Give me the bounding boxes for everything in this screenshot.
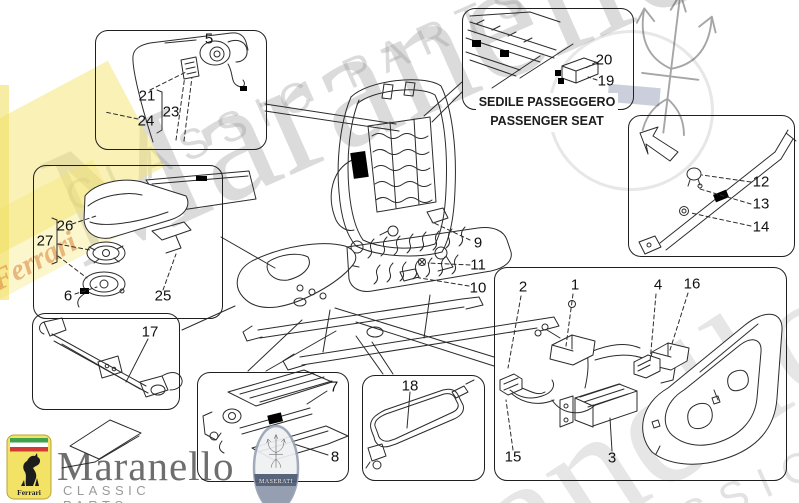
box-connector-lines <box>181 81 495 375</box>
callout-12: 12 <box>752 173 770 191</box>
callout-20: 20 <box>595 51 613 69</box>
callout-18: 18 <box>401 377 419 395</box>
callout-21: 21 <box>138 87 156 105</box>
panel-rail-12-14 <box>628 115 795 257</box>
panel-cushion <box>33 165 223 319</box>
wire-frame-18-drawing <box>365 379 475 470</box>
floor-panel-drawing <box>61 419 142 469</box>
passenger-seat-rail-drawing <box>465 11 599 89</box>
callout-leader-lines <box>125 174 752 456</box>
classic-parts-text: CLASSIC PARTS <box>63 483 151 503</box>
callout-7: 7 <box>329 378 339 396</box>
caption-line2: PASSENGER SEAT <box>487 112 607 132</box>
panel-bracket-17 <box>32 313 180 410</box>
callout-3: 3 <box>607 449 617 467</box>
callout-9: 9 <box>473 234 483 252</box>
callout-14: 14 <box>752 218 770 236</box>
callout-26: 26 <box>56 217 74 235</box>
panel-headrest <box>95 30 267 150</box>
caption-line1: SEDILE PASSEGGERO <box>475 93 619 113</box>
panel-harness <box>494 267 787 481</box>
callout-4: 4 <box>653 276 663 294</box>
seat-backrest-drawing <box>330 79 456 272</box>
callout-25: 25 <box>154 287 172 305</box>
callout-8: 8 <box>330 448 340 466</box>
harness-drawing <box>499 313 783 465</box>
callout-23: 23 <box>162 103 180 121</box>
callout-19: 19 <box>597 72 615 90</box>
callout-16: 16 <box>683 275 701 293</box>
callout-13: 13 <box>752 195 770 213</box>
callout-5: 5 <box>204 30 214 48</box>
prancing-horse-icon <box>21 453 41 486</box>
callout-1: 1 <box>570 276 580 294</box>
seat-base-drawing <box>236 226 576 371</box>
callout-11: 11 <box>470 256 486 274</box>
panel-wire-frame-18 <box>362 375 485 481</box>
ferrari-shield-logo: Ferrari <box>6 434 52 500</box>
callout-27: 27 <box>36 232 54 250</box>
callout-10: 10 <box>469 279 487 297</box>
callout-2: 2 <box>518 278 528 296</box>
passenger-seat-caption: SEDILE PASSEGGERO PASSENGER SEAT <box>462 93 632 132</box>
callout-6: 6 <box>63 287 73 305</box>
maserati-badge: MASERATI <box>252 424 300 503</box>
ferrari-shield-label: Ferrari <box>17 488 41 497</box>
callout-24: 24 <box>137 112 155 130</box>
callout-15: 15 <box>504 448 522 466</box>
maserati-badge-label: MASERATI <box>259 479 293 485</box>
callout-17: 17 <box>141 323 159 341</box>
